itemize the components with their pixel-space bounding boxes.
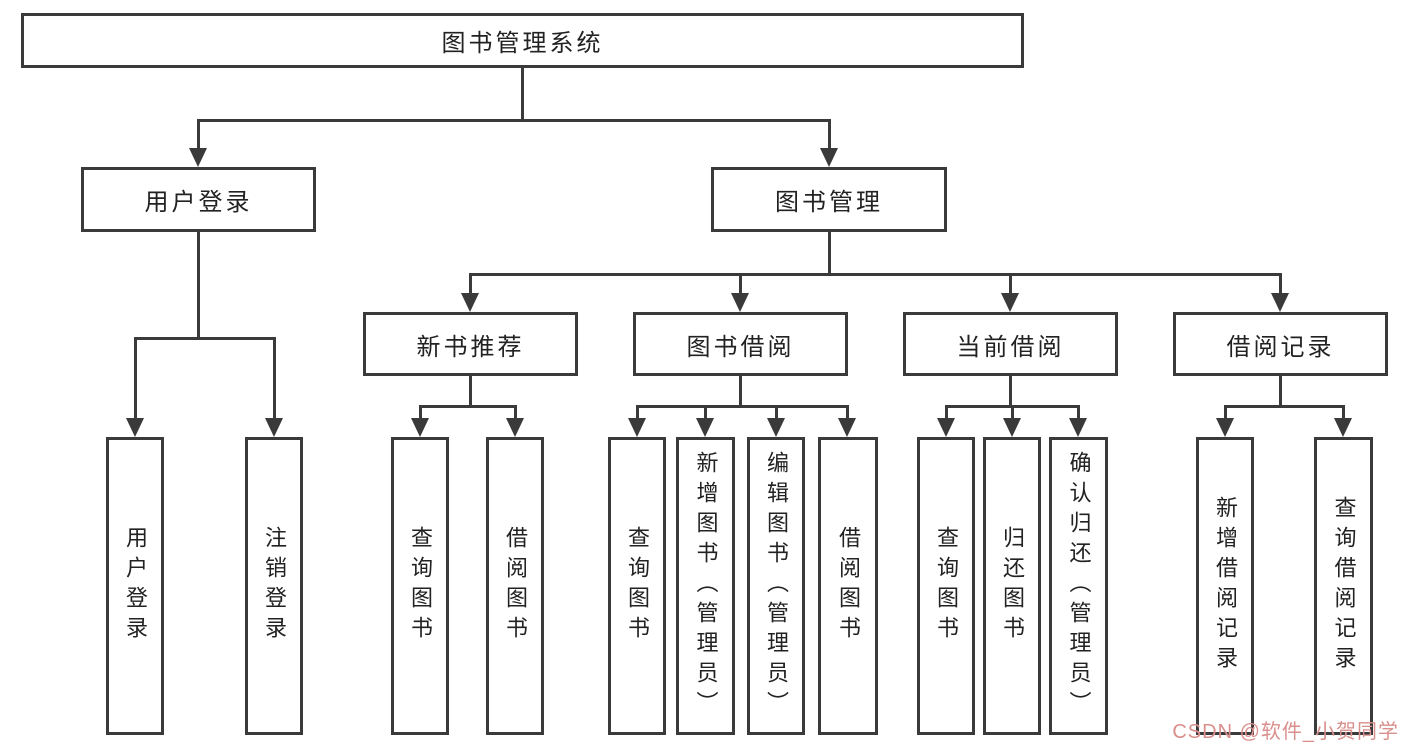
leaf-add-borrow-record: 新增借阅记录 (1196, 437, 1254, 735)
connector-arrow-shaft (1342, 405, 1345, 421)
arrowhead-down-icon (1334, 418, 1352, 437)
leaf-edit-books-admin: 编辑图书（管理员） (747, 437, 805, 735)
leaf-query-books-current: 查询图书 (917, 437, 975, 735)
arrowhead-down-icon (628, 418, 646, 437)
leaf-query-books-recommend: 查询图书 (391, 437, 449, 735)
node-new-book-recommend: 新书推荐 (363, 312, 578, 376)
leaf-query-books-borrow: 查询图书 (608, 437, 666, 735)
node-borrow-record: 借阅记录 (1173, 312, 1388, 376)
leaf-user-login: 用户登录 (106, 437, 164, 735)
connector-arrow-shaft (739, 273, 742, 297)
connector-arrow-shaft (704, 405, 707, 421)
connector-stem (197, 232, 200, 340)
connector-arrow-shaft (197, 119, 200, 152)
arrowhead-down-icon (1216, 418, 1234, 437)
connector-stem (521, 67, 524, 121)
connector-arrow-shaft (1009, 273, 1012, 297)
connector-arrow-shaft (1011, 405, 1014, 421)
arrowhead-down-icon (265, 418, 283, 437)
arrowhead-down-icon (1001, 293, 1019, 312)
leaf-add-books-admin: 新增图书（管理员） (676, 437, 735, 735)
leaf-query-borrow-record: 查询借阅记录 (1314, 437, 1373, 735)
connector-arrow-shaft (636, 405, 639, 421)
arrowhead-down-icon (1069, 418, 1087, 437)
arrowhead-down-icon (696, 418, 714, 437)
connector-arrow-shaft (134, 337, 137, 421)
connector-arrow-shaft (273, 337, 276, 421)
arrowhead-down-icon (1271, 293, 1289, 312)
connector-stem (828, 232, 831, 276)
connector-branch (197, 119, 831, 122)
connector-arrow-shaft (1077, 405, 1080, 421)
arrowhead-down-icon (838, 418, 856, 437)
node-book-management-group: 图书管理 (711, 167, 947, 232)
arrowhead-down-icon (731, 293, 749, 312)
connector-arrow-shaft (419, 405, 422, 421)
leaf-borrow-books: 借阅图书 (818, 437, 878, 735)
leaf-logout: 注销登录 (245, 437, 303, 735)
node-user-login-group: 用户登录 (81, 167, 316, 232)
connector-branch (470, 273, 1282, 276)
arrowhead-down-icon (767, 418, 785, 437)
leaf-borrow-books-recommend: 借阅图书 (486, 437, 544, 735)
connector-stem (1279, 376, 1282, 408)
node-book-borrow: 图书借阅 (633, 312, 848, 376)
arrowhead-down-icon (189, 148, 207, 167)
connector-branch (637, 405, 849, 408)
connector-arrow-shaft (945, 405, 948, 421)
arrowhead-down-icon (411, 418, 429, 437)
connector-arrow-shaft (1279, 273, 1282, 297)
connector-arrow-shaft (846, 405, 849, 421)
arrowhead-down-icon (506, 418, 524, 437)
leaf-return-books: 归还图书 (983, 437, 1041, 735)
connector-arrow-shaft (1224, 405, 1227, 421)
connector-branch (1225, 405, 1345, 408)
connector-stem (1009, 376, 1012, 408)
arrowhead-down-icon (820, 148, 838, 167)
connector-arrow-shaft (469, 273, 472, 297)
connector-stem (739, 376, 742, 408)
arrowhead-down-icon (1003, 418, 1021, 437)
csdn-watermark: CSDN @软件_小贺同学 (1172, 721, 1399, 743)
node-root: 图书管理系统 (21, 13, 1024, 68)
arrowhead-down-icon (461, 293, 479, 312)
connector-branch (135, 337, 276, 340)
connector-branch (420, 405, 517, 408)
leaf-confirm-return-admin: 确认归还（管理员） (1049, 437, 1108, 735)
connector-stem (469, 376, 472, 408)
arrowhead-down-icon (126, 418, 144, 437)
connector-arrow-shaft (775, 405, 778, 421)
node-current-borrow: 当前借阅 (903, 312, 1118, 376)
connector-arrow-shaft (514, 405, 517, 421)
arrowhead-down-icon (937, 418, 955, 437)
connector-arrow-shaft (828, 119, 831, 152)
